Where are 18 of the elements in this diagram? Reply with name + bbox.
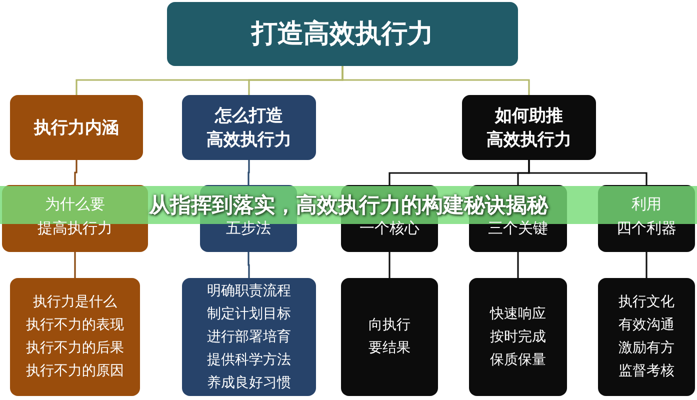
category-box: 执行力内涵 <box>10 95 143 160</box>
connector-line <box>248 252 250 278</box>
category-box: 怎么打造 高效执行力 <box>182 95 316 160</box>
detail-box: 向执行 要结果 <box>341 278 438 396</box>
detail-box: 执行力是什么 执行不力的表现 执行不力的后果 执行不力的原因 <box>10 278 140 396</box>
connector-line <box>528 160 648 185</box>
connector-line <box>342 66 530 95</box>
category-box: 如何助推 高效执行力 <box>462 95 596 160</box>
connector-line <box>248 160 250 185</box>
connector-line <box>646 252 648 278</box>
connector-line <box>74 160 78 185</box>
connector-line <box>517 252 519 278</box>
connector-line <box>74 252 76 278</box>
title-box: 打造高效执行力 <box>167 2 518 66</box>
connector-line <box>388 252 390 278</box>
detail-box: 快速响应 按时完成 保质保量 <box>469 278 567 396</box>
detail-box: 执行文化 有效沟通 激励有方 监督考核 <box>598 278 695 396</box>
detail-box: 明确职责流程 制定计划目标 进行部署培育 提供科学方法 养成良好习惯 <box>182 278 316 396</box>
